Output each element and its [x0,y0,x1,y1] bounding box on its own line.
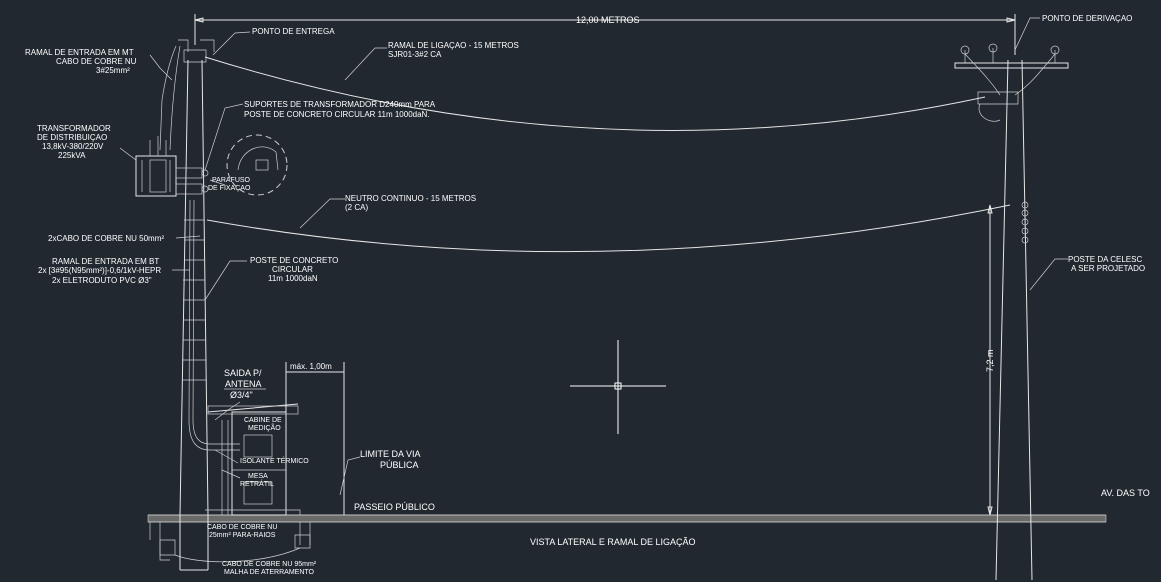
neutral-conductor [206,204,1011,253]
label-neutro: NEUTRO CONTINUO - 15 METROS (2 CA) [345,194,476,212]
svg-text:CABO DE COBRE NU: CABO DE COBRE NU [56,57,137,66]
svg-text:TRANSFORMADOR: TRANSFORMADOR [37,124,111,133]
svg-text:RAMAL DE ENTRADA EM MT: RAMAL DE ENTRADA EM MT [25,48,134,57]
svg-text:CABO DE COBRE NU 95mm²: CABO DE COBRE NU 95mm² [222,561,317,568]
dimension-total: 12,00 METROS [194,14,1016,55]
svg-text:POSTE DE CONCRETO: POSTE DE CONCRETO [250,256,338,265]
svg-text:ANTENA: ANTENA [225,379,262,389]
svg-text:11m 1000daN: 11m 1000daN [268,274,318,283]
svg-text:RETRÁTIL: RETRÁTIL [240,479,274,488]
label-ponto-derivacao: PONTO DE DERIVAÇAO [1042,14,1132,23]
svg-text:CABINE DE: CABINE DE [244,417,282,424]
svg-text:2x [3#95(N95mm²)]-0,6/1kV-HEPR: 2x [3#95(N95mm²)]-0,6/1kV-HEPR [38,266,161,275]
dimension-max-label: máx. 1,00m [290,362,332,371]
right-pole: 7,2 m [954,43,1069,581]
leader-lines [119,17,1068,496]
svg-text:CABO DE COBRE NU: CABO DE COBRE NU [207,524,277,531]
metering-cabin: máx. 1,00m [205,362,345,516]
svg-text:DE FIXAÇAO: DE FIXAÇAO [208,185,251,192]
label-parafuso: PARAFUSO DE FIXAÇAO [208,177,251,192]
svg-text:SUPORTES DE TRANSFORMADOR D240: SUPORTES DE TRANSFORMADOR D240mm PARA [244,100,436,109]
label-poste-concreto: POSTE DE CONCRETO CIRCULAR 11m 1000daN [250,256,338,283]
svg-text:SJR01-3#2 CA: SJR01-3#2 CA [388,50,442,59]
service-drop-conductor [204,56,986,131]
label-isolante: ISOLANTE TÉRMICO [240,456,309,465]
svg-text:MEDIÇÃO: MEDIÇÃO [248,423,281,432]
label-cabine: CABINE DE MEDIÇÃO [244,417,282,432]
label-cabo-malha: CABO DE COBRE NU 95mm² MALHA DE ATERRAME… [222,561,317,576]
svg-text:25mm² PARA-RAIOS: 25mm² PARA-RAIOS [209,532,276,539]
svg-text:POSTE DA CELESC: POSTE DA CELESC [1068,255,1142,264]
drawing-title: VISTA LATERAL E RAMAL DE LIGAÇÃO [530,537,696,547]
svg-text:(2 CA): (2 CA) [345,203,368,212]
svg-text:3#25mm²: 3#25mm² [96,66,130,75]
svg-text:A SER PROJETADO: A SER PROJETADO [1071,264,1145,273]
label-mesa: MESA RETRÁTIL [240,473,274,488]
svg-text:POSTE DE CONCRETO CIRCULAR 11m: POSTE DE CONCRETO CIRCULAR 11m 1000daN. [244,110,430,119]
label-ramal-ligacao: RAMAL DE LIGAÇAO - 15 METROS SJR01-3#2 C… [388,41,519,59]
label-avenida: AV. DAS TO [1101,488,1150,498]
svg-text:SAIDA P/: SAIDA P/ [224,368,262,378]
label-limite-via: LIMITE DA VIA PÚBLICA [360,449,421,470]
svg-text:225kVA: 225kVA [58,151,86,160]
label-cabo-para-raios: CABO DE COBRE NU 25mm² PARA-RAIOS [207,524,277,539]
transformer [135,136,209,197]
svg-text:PÚBLICA: PÚBLICA [380,460,419,470]
label-ramal-bt: RAMAL DE ENTRADA EM BT 2x [3#95(N95mm²)]… [38,257,161,285]
svg-text:MALHA DE ATERRAMENTO: MALHA DE ATERRAMENTO [224,569,315,576]
svg-text:LIMITE DA VIA: LIMITE DA VIA [360,449,421,459]
neutral-insulators [1021,201,1029,244]
svg-text:MESA: MESA [248,473,268,480]
svg-text:CIRCULAR: CIRCULAR [272,265,313,274]
dimension-total-label: 12,00 METROS [576,15,640,25]
svg-text:Ø3/4": Ø3/4" [230,390,253,400]
label-suportes: SUPORTES DE TRANSFORMADOR D240mm PARA PO… [244,100,436,119]
pole-rungs [182,219,206,381]
label-cabo-cobre-50: 2xCABO DE COBRE NU 50mm² [48,234,164,243]
svg-text:NEUTRO CONTINUO - 15 METROS: NEUTRO CONTINUO - 15 METROS [345,194,476,203]
label-saida-antena: SAIDA P/ ANTENA Ø3/4" [224,368,266,400]
svg-text:PARAFUSO: PARAFUSO [212,177,251,184]
label-passeio: PASSEIO PÚBLICO [354,502,435,512]
label-ramal-mt: RAMAL DE ENTRADA EM MT CABO DE COBRE NU … [25,48,137,75]
label-ponto-entrega: PONTO DE ENTREGA [252,27,335,36]
ground [147,514,1107,563]
conductors [204,56,1011,253]
detail-bubble [209,134,288,196]
label-poste-celesc: POSTE DA CELESC A SER PROJETADO [1068,255,1145,273]
dimension-height-label: 7,2 m [985,349,995,372]
svg-text:2x ELETRODUTO PVC Ø3": 2x ELETRODUTO PVC Ø3" [52,276,152,285]
svg-text:RAMAL DE LIGAÇAO - 15 METROS: RAMAL DE LIGAÇAO - 15 METROS [388,41,519,50]
svg-text:13,8kV-380/220V: 13,8kV-380/220V [42,142,104,151]
svg-text:DE DISTRIBUIÇAO: DE DISTRIBUIÇAO [37,133,107,142]
cad-crosshair-icon[interactable] [570,340,666,434]
svg-text:RAMAL DE ENTRADA EM BT: RAMAL DE ENTRADA EM BT [52,257,159,266]
label-transformador: TRANSFORMADOR DE DISTRIBUIÇAO 13,8kV-380… [37,124,111,160]
